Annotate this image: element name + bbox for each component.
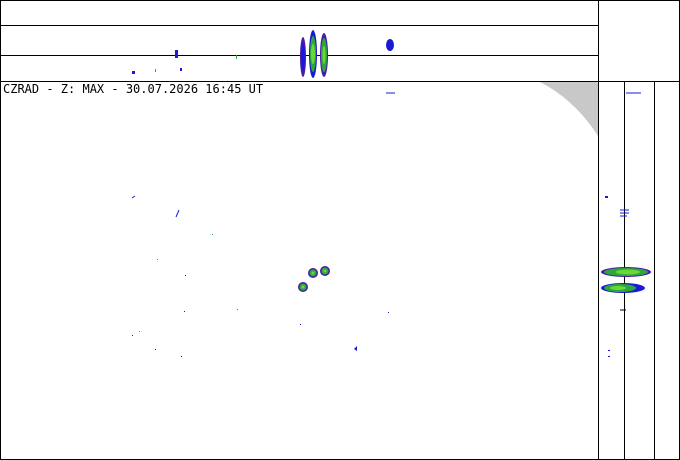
echo-speck (605, 196, 608, 198)
echo-speck (155, 69, 156, 72)
echo-speck (181, 356, 182, 357)
echo-speck (131, 195, 136, 199)
echo-speck (388, 312, 389, 313)
echo-speck (175, 50, 178, 58)
echo-speck (157, 259, 158, 260)
echo-speck (354, 346, 357, 351)
echo-speck (155, 349, 156, 350)
echo-row-cluster (601, 267, 651, 293)
echo-speck (212, 234, 213, 235)
echo-speck (132, 71, 135, 74)
storm-cell (308, 268, 318, 278)
echo-blob (386, 39, 394, 51)
main-view-echoes (131, 195, 389, 357)
storm-cell (298, 282, 308, 292)
echo-speck (300, 324, 301, 325)
echo-speck (236, 55, 237, 59)
echo-speck (237, 309, 238, 310)
echo-speck (608, 350, 610, 351)
side-projection-echoes (601, 92, 651, 357)
echo-speck (185, 275, 186, 276)
top-projection-echoes (132, 30, 394, 78)
storm-cell (320, 266, 330, 276)
echo-speck (184, 311, 185, 312)
echo-speck (608, 356, 610, 357)
echo-column-cluster (300, 30, 328, 78)
image-title: CZRAD - Z: MAX - 30.07.2026 16:45 UT (3, 82, 263, 96)
echo-speck (175, 209, 180, 218)
out-of-range-area (540, 82, 598, 136)
echo-speck (620, 209, 629, 217)
echo-speck (139, 331, 140, 332)
echo-speck (180, 68, 182, 71)
echo-speck (132, 335, 133, 336)
